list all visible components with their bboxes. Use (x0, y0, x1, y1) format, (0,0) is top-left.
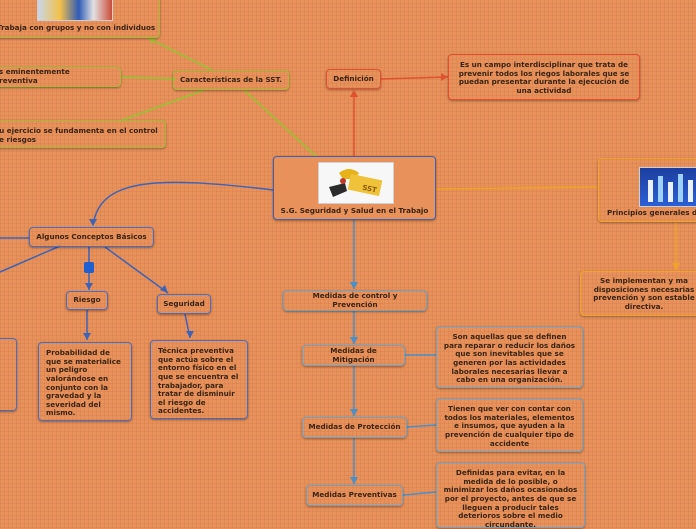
node-conceptos[interactable]: Algunos Conceptos Básicos (29, 227, 154, 247)
node-grupos[interactable]: Trabaja con grupos y no con individuos (0, 0, 160, 38)
node-riesgo-text[interactable]: Probabilidad de que se materialice un pe… (38, 342, 132, 421)
node-control-riesgos[interactable]: Su ejercicio se fundamenta en el control… (0, 120, 166, 148)
node-definicion[interactable]: Definición (326, 69, 381, 89)
people-illustration (648, 174, 693, 202)
node-proteccion-text-label: Tienen que ver con contar con todos los … (444, 404, 575, 448)
workers-image (37, 0, 113, 21)
node-mitigacion-text[interactable]: Son aquellas que se definen para reparar… (436, 326, 583, 388)
node-riesgo-label: Riesgo (73, 295, 101, 305)
node-principios[interactable]: Principios generales de (598, 158, 696, 222)
sst-image-text: SST (362, 184, 378, 195)
node-proteccion-text[interactable]: Tienen que ver con contar con todos los … (436, 398, 583, 452)
node-principios-label: Principios generales de (607, 208, 696, 217)
node-principios-text-label: Se implementan y ma disposiciones necesa… (593, 276, 695, 311)
node-preventivas-text[interactable]: Definidas para evitar, en la medida de l… (436, 462, 585, 529)
node-definicion-text[interactable]: Es un campo interdisciplinar que trata d… (448, 54, 640, 100)
node-left-partial[interactable] (0, 338, 17, 411)
node-mitigacion[interactable]: Medidas de Mitigación (302, 345, 405, 366)
node-caracteristicas[interactable]: Características de la SST. (173, 70, 289, 90)
node-proteccion[interactable]: Medidas de Protección (302, 417, 407, 438)
node-proteccion-label: Medidas de Protección (308, 422, 401, 432)
node-control-riesgos-label: Su ejercicio se fundamenta en el control… (0, 126, 158, 144)
node-preventivas[interactable]: Medidas Preventivas (306, 485, 403, 506)
sst-image: SST (318, 162, 394, 204)
root-node[interactable]: SST S.G. Seguridad y Salud en el Trabajo (273, 156, 436, 220)
node-seguridad-label: Seguridad (163, 298, 205, 308)
node-seguridad-text-label: Técnica preventiva que actúa sobre el en… (158, 346, 239, 416)
node-caracteristicas-label: Características de la SST. (179, 74, 283, 84)
node-riesgo[interactable]: Riesgo (66, 291, 108, 310)
node-grupos-label: Trabaja con grupos y no con individuos (0, 23, 156, 32)
node-preventivas-text-label: Definidas para evitar, en la medida de l… (443, 468, 578, 529)
node-mitigacion-label: Medidas de Mitigación (330, 345, 377, 364)
node-seguridad-text[interactable]: Técnica preventiva que actúa sobre el en… (150, 340, 248, 419)
node-principios-text[interactable]: Se implementan y ma disposiciones necesa… (580, 271, 696, 316)
root-title: S.G. Seguridad y Salud en el Trabajo (280, 206, 429, 215)
node-preventivas-label: Medidas Preventivas (312, 490, 397, 500)
node-riesgo-text-label: Probabilidad de que se materialice un pe… (46, 348, 121, 418)
node-preventiva[interactable]: Es eminentemente preventiva (0, 67, 121, 87)
node-mitigacion-text-label: Son aquellas que se definen para reparar… (443, 332, 576, 385)
node-definicion-label: Definición (333, 73, 374, 83)
node-preventiva-label: Es eminentemente preventiva (0, 67, 70, 85)
node-conceptos-label: Algunos Conceptos Básicos (36, 231, 147, 241)
sst-illustration: SST (329, 169, 383, 197)
node-definicion-text-label: Es un campo interdisciplinar que trata d… (458, 60, 630, 95)
principios-image (639, 167, 696, 207)
node-medidas[interactable]: Medidas de control y Prevención (283, 290, 427, 311)
node-seguridad[interactable]: Seguridad (157, 294, 211, 314)
node-medidas-label: Medidas de control y Prevención (312, 290, 398, 309)
